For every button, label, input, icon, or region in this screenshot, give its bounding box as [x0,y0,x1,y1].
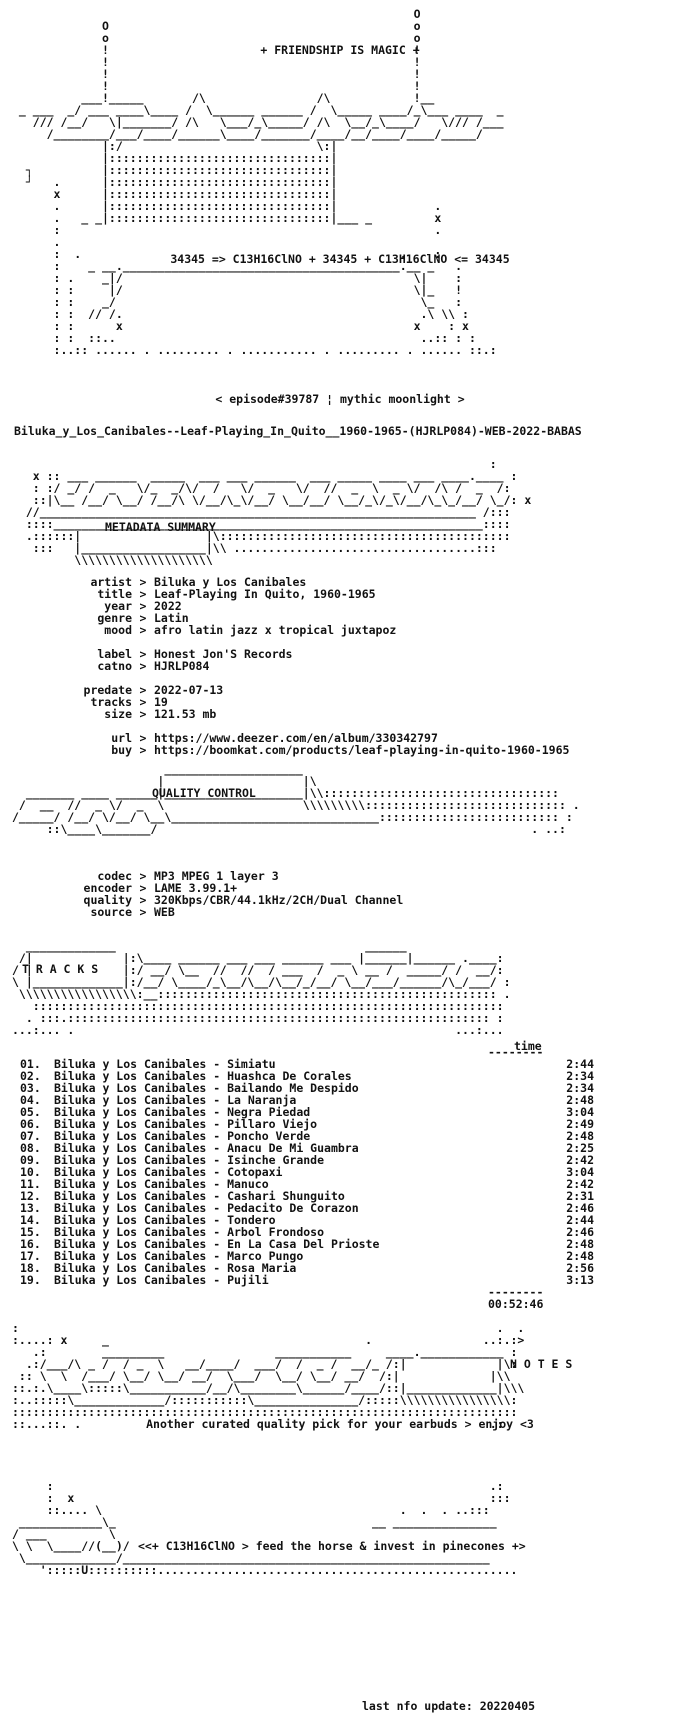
track-row: 09.Biluka y Los Canibales - Isinche Gran… [20,1153,594,1167]
track-row: 05.Biluka y Los Canibales - Negra Piedad… [20,1105,594,1119]
quality-section-title: QUALITY CONTROL [152,786,256,800]
meta-row-catno: catno>HJRLP084 [97,659,210,673]
release-name: Biluka_y_Los_Canibales--Leaf-Playing_In_… [14,424,582,438]
quality-row-encoder: encoder>LAME 3.99.1+ [83,881,238,895]
notes-section-title: N O T E S [510,1357,573,1371]
meta-row-genre: genre>Latin [97,611,189,625]
meta-row-size: size>121.53 mb [104,707,217,721]
slogan: + FRIENDSHIP IS MAGIC + [260,43,420,57]
footer-ascii-art: : .: : x ::: ::.... \ . . [12,1479,518,1577]
formula-line: 34345 => C13H16ClNO + 34345 + C13H16ClNO… [170,252,510,266]
track-row: 02.Biluka y Los Canibales - Huashca De C… [20,1069,594,1083]
meta-row-buy: buy>https://boomkat.com/products/leaf-pl… [111,743,570,757]
tracks-header-rule: -------- [488,1045,544,1059]
track-row: 07.Biluka y Los Canibales - Poncho Verde… [20,1129,594,1143]
deezer-link[interactable]: https://www.deezer.com/en/album/33034279… [154,731,438,745]
meta-row-year: year>2022 [104,599,182,613]
quality-row-quality: quality>320Kbps/CBR/44.1kHz/2CH/Dual Cha… [83,893,404,907]
metadata-list: artist>Biluka y Los Canibales title>Leaf… [12,575,570,757]
quality-row-codec: codec>MP3 MPEG 1 layer 3 [97,869,279,883]
tracks-ascii-header: _____________ ______ /| |:\____ ______ _… [12,939,511,1037]
meta-row-predate: predate>2022-07-13 [83,683,224,697]
header-ascii-art: O O o o o ! ! ! [18,7,504,357]
track-row: 03.Biluka y Los Canibales - Bailando Me … [20,1081,594,1095]
track-row: 08.Biluka y Los Canibales - Anacu De Mi … [20,1141,594,1155]
meta-row-artist: artist>Biluka y Los Canibales [90,575,307,589]
track-row: 15.Biluka y Los Canibales - Arbol Frondo… [20,1225,594,1239]
notes-ascii-header: : . . :....: x _ . ..:.:> .: _________ _… [12,1321,525,1431]
quality-ascii-header: ____________________ | |\ _______ ____ _… [12,762,580,836]
last-update: last nfo update: 20220405 [362,1699,536,1713]
track-row: 06.Biluka y Los Canibales - Pillaro Viej… [20,1117,594,1131]
track-row: 16.Biluka y Los Canibales - En La Casa D… [20,1237,594,1251]
metadata-ascii-header: : x :: ___ ______ _____ ___ ___ ______ _… [25,457,532,567]
quality-row-source: source>WEB [90,905,175,919]
tracks-time-header: time [514,1039,542,1053]
meta-row-title: title>Leaf-Playing In Quito, 1960-1965 [97,587,376,601]
boomkat-link[interactable]: https://boomkat.com/products/leaf-playin… [154,743,570,757]
metadata-section-title: METADATA SUMMARY [105,520,216,534]
meta-row-label: label>Honest Jon'S Records [97,647,293,661]
footer-tagline: <<+ C13H16ClNO > feed the horse & invest… [138,1539,526,1553]
tracks-section-title: T R A C K S [22,962,99,976]
meta-row-mood: mood>afro latin jazz x tropical juxtapoz [104,623,397,637]
notes-text: Another curated quality pick for your ea… [146,1417,534,1431]
meta-row-url: url>https://www.deezer.com/en/album/3303… [111,731,438,745]
meta-row-tracks: tracks>19 [90,695,168,709]
track-row: 12.Biluka y Los Canibales - Cashari Shun… [20,1189,594,1203]
track-row: 13.Biluka y Los Canibales - Pedacito De … [20,1201,594,1215]
episode-line: < episode#39787 ¦ mythic moonlight > [215,392,465,406]
tracks-total-rule: -------- [488,1285,544,1299]
tracks-total-time: 00:52:46 [488,1297,544,1311]
quality-list: codec>MP3 MPEG 1 layer 3 encoder>LAME 3.… [12,869,404,919]
